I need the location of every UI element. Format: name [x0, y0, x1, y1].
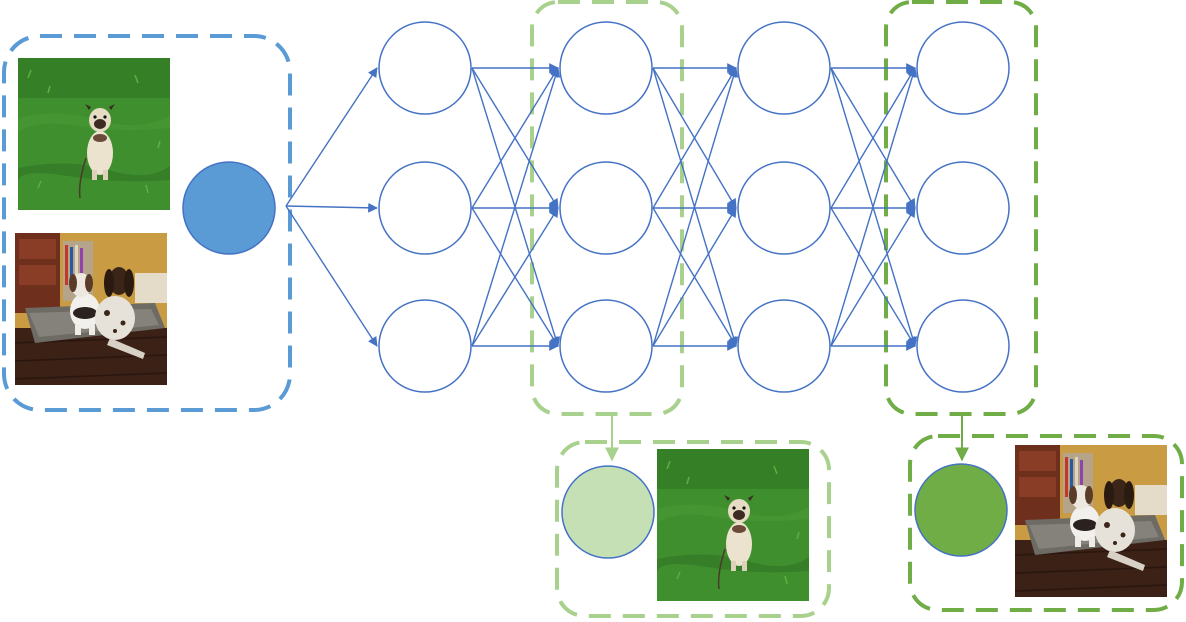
edge-l2n3-to-l3n1 [652, 67, 739, 347]
input-node [182, 161, 276, 255]
hidden-node-l1-n1 [378, 21, 472, 115]
hidden-node-l3-n1 [737, 21, 831, 115]
edge-l1n3-to-l2n1 [471, 67, 561, 347]
input-frame [2, 34, 292, 412]
edge-l3n3-to-l4n2 [830, 207, 916, 347]
hidden-node-l3-n3 [737, 299, 831, 393]
hidden-node-l4-n3 [916, 299, 1010, 393]
light-output-node [561, 465, 655, 559]
hidden-node-l3-n2 [737, 161, 831, 255]
edge-l1n2-to-l2n1 [471, 67, 559, 209]
edge-l3n2-to-l4n1 [830, 67, 916, 209]
dogs-output-photo [1014, 444, 1168, 598]
edge-l2n2-to-l3n1 [652, 67, 737, 209]
hidden-node-l2-n3 [559, 299, 653, 393]
dark-output-node [914, 463, 1008, 557]
pug-on-grass-photo [17, 57, 171, 211]
edge-input-to-l1-n2 [285, 202, 378, 213]
pug-output-photo [656, 448, 810, 602]
hidden-node-l1-n3 [378, 299, 472, 393]
edge-l1n3-to-l2n2 [471, 207, 559, 347]
two-dogs-on-bed-photo [14, 232, 168, 386]
hidden-node-l2-n2 [559, 161, 653, 255]
edge-l2n3-to-l3n2 [652, 207, 737, 347]
light-output-frame [555, 440, 831, 618]
network-edges [285, 63, 918, 351]
edge-l3n3-to-l4n1 [830, 67, 918, 347]
hidden-node-l1-n2 [378, 161, 472, 255]
edge-input-to-l1-n1 [285, 67, 378, 207]
hidden-node-l2-n1 [559, 21, 653, 115]
hidden-node-l4-n2 [916, 161, 1010, 255]
dark-output-frame [908, 434, 1184, 612]
edge-input-to-l1-n3 [285, 205, 378, 347]
network-nodes [378, 21, 1010, 393]
hidden-node-l4-n1 [916, 21, 1010, 115]
